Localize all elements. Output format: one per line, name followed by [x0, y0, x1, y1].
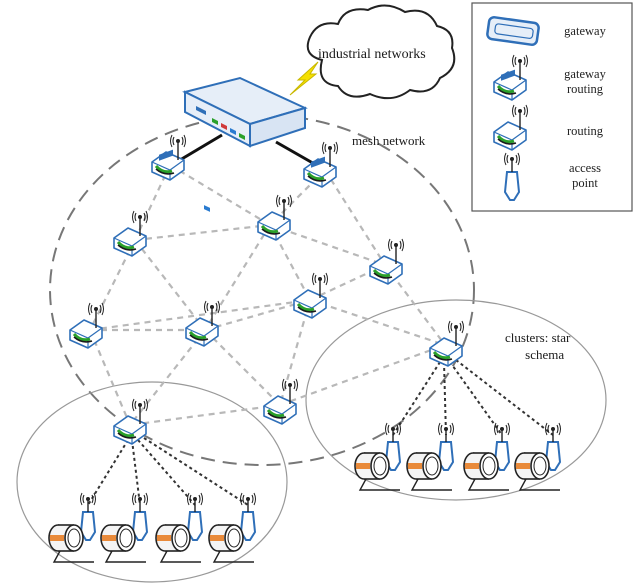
legend-gateway-label: gateway [564, 24, 606, 38]
gateway-routing-node-right [302, 140, 339, 189]
legend-routing-label: routing [566, 124, 604, 138]
routing-node [368, 237, 405, 286]
cloud-label: industrial networks [318, 47, 426, 62]
legend-access-point-line2: point [572, 176, 598, 190]
routing-node [112, 209, 149, 258]
legend-gateway-routing-line2: routing [566, 82, 604, 96]
clusters-label: clusters: star schema [505, 329, 570, 363]
mesh-links [88, 164, 446, 427]
legend-access-point-label: access point [555, 161, 615, 191]
gateway-device-icon [182, 76, 308, 212]
routing-node [428, 319, 465, 368]
legend-gateway-icon [486, 16, 540, 46]
routing-node [112, 397, 149, 446]
legend-access-point-icon [503, 152, 521, 201]
left-cluster-links [87, 437, 249, 506]
clusters-label-line1: clusters: star [505, 330, 571, 345]
gateway-link-left [179, 133, 223, 162]
mesh-boundary [49, 114, 475, 466]
lightning-icon [289, 61, 319, 96]
legend-access-point-line1: access [569, 161, 601, 175]
clusters-label-line2: schema [525, 347, 565, 362]
right-cluster-links [392, 359, 554, 436]
gateway-routing-node-left [150, 133, 187, 182]
cluster-boundary-right [305, 299, 607, 501]
mesh-network-label: mesh network [352, 133, 426, 148]
legend-gateway-routing-label: gateway routing [555, 67, 615, 97]
routing-node [184, 299, 221, 348]
legend-gateway-routing-icon [492, 53, 529, 102]
routing-node [292, 271, 329, 320]
cloud-icon [306, 4, 456, 100]
routing-node [68, 301, 105, 350]
routing-node [256, 193, 293, 242]
legend-gateway-routing-line1: gateway [564, 67, 606, 81]
cluster-boundary-left [16, 381, 288, 583]
